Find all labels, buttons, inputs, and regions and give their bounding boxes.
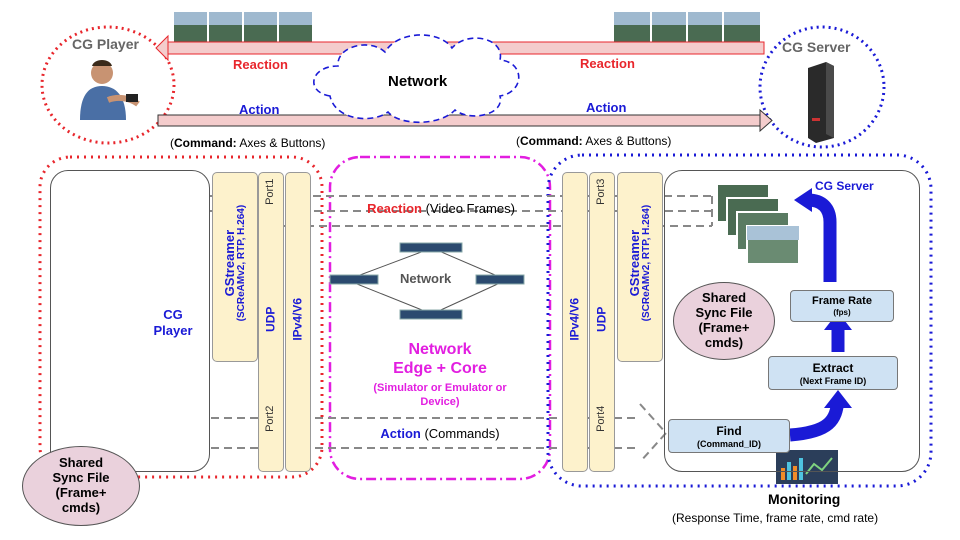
server-gstreamer-label: GStreamer (SCReAMv2, RTP, H.264) [626, 204, 652, 322]
server-sync-file-ellipse: Shared Sync File (Frame+ cmds) [673, 282, 775, 360]
player-port1-label: Port1 [264, 178, 277, 205]
switch-icon [399, 242, 463, 253]
monitoring-title: Monitoring [768, 491, 841, 507]
network-dashdot-frame [328, 155, 552, 481]
player-gstreamer-label: GStreamer (SCReAMv2, RTP, H.264) [221, 204, 247, 322]
top-right-video-frames [614, 12, 760, 42]
network-topology [329, 242, 525, 320]
frame-rate-box: Frame Rate (fps) [790, 290, 894, 322]
player-person-image [80, 60, 140, 120]
command-right-label: (Command: Axes & Buttons) [516, 134, 672, 148]
server-video-frames-icon [716, 183, 800, 265]
server-gstreamer-bar: GStreamer (SCReAMv2, RTP, H.264) [617, 172, 663, 362]
cg-server-circle [758, 25, 886, 149]
action-commands-label: Action (Commands) [380, 426, 500, 441]
action-left-label: Action [239, 102, 280, 117]
server-udp-bar: Port3 UDP Port4 [589, 172, 615, 472]
monitoring-subtitle: (Response Time, frame rate, cmd rate) [672, 511, 879, 525]
server-udp-label: UDP [594, 306, 609, 332]
top-left-video-frames [174, 12, 312, 42]
player-dotted-frame [38, 155, 324, 479]
server-dotted-frame [546, 153, 933, 488]
cg-server-top-label: CG Server [782, 39, 851, 55]
network-cloud [313, 34, 520, 123]
action-right-label: Action [586, 100, 627, 115]
reaction-left-label: Reaction [233, 57, 288, 72]
monitoring-dashboard-icon [776, 450, 838, 484]
find-box: Find (Command_ID) [668, 419, 790, 453]
server-device-icon [808, 62, 834, 143]
switch-icon [399, 309, 463, 320]
network-edge-core-subtitle: (Simulator or Emulator or Device) [373, 382, 507, 408]
switch-icon [329, 274, 379, 285]
network-cloud-label: Network [388, 73, 448, 90]
extract-box: Extract (Next Frame ID) [768, 356, 898, 390]
cg-player-circle [40, 25, 176, 145]
reaction-video-frames-label: Reaction (Video Frames) [367, 201, 515, 216]
network-topology-label: Network [400, 271, 452, 286]
server-panel-title: CG Server [815, 179, 874, 193]
server-ip-label: IPv4/V6 [567, 297, 582, 341]
server-ip-bar: IPv4/V6 [562, 172, 588, 472]
player-port2-label: Port2 [264, 405, 277, 432]
player-udp-bar: Port1 UDP Port2 [258, 172, 284, 472]
server-port3-label: Port3 [595, 178, 608, 205]
player-ip-label: IPv4/V6 [290, 297, 305, 341]
cg-player-top-label: CG Player [72, 36, 139, 52]
player-gstreamer-bar: GStreamer (SCReAMv2, RTP, H.264) [212, 172, 258, 362]
server-port4-label: Port4 [595, 405, 608, 432]
player-udp-label: UDP [263, 306, 278, 332]
switch-icon [475, 274, 525, 285]
command-left-label: (Command: Axes & Buttons) [170, 136, 326, 150]
player-sync-file-ellipse: Shared Sync File (Frame+ cmds) [22, 446, 140, 526]
player-ip-bar: IPv4/V6 [285, 172, 311, 472]
reaction-right-label: Reaction [580, 56, 635, 71]
server-panel [664, 170, 920, 472]
top-action-arrow [157, 108, 773, 133]
player-panel [50, 170, 210, 472]
network-edge-core-title: Network Edge + Core [393, 341, 487, 377]
